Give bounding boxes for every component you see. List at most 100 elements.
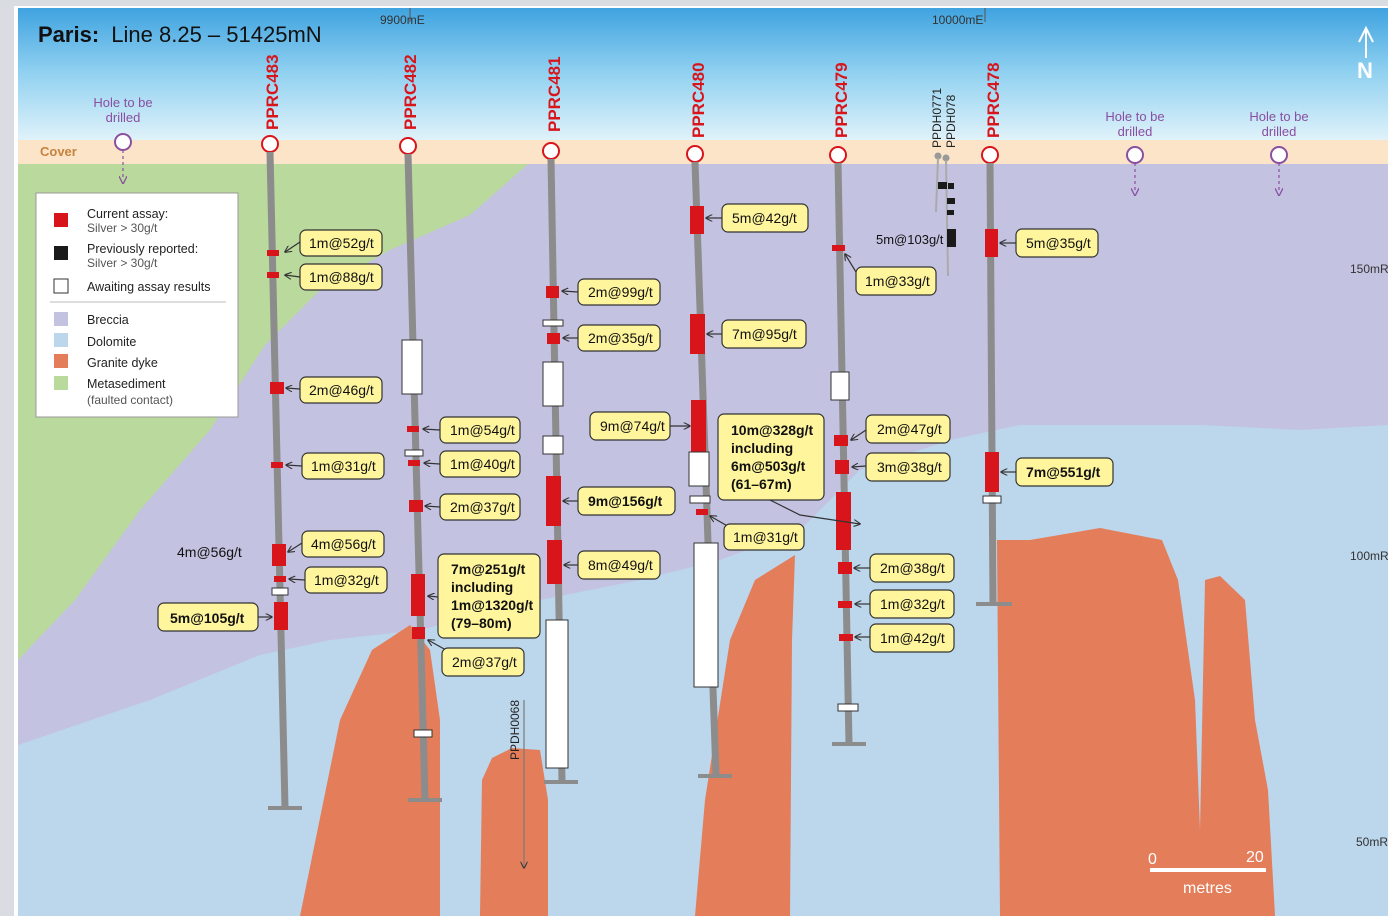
callout-483d: 1m@31g/t [311,458,376,474]
scale-bar: 0 20 metres [1148,849,1266,897]
hole-name: PPRC479 [832,62,851,138]
callout-texts: 1m@52g/t 1m@88g/t 2m@46g/t 1m@31g/t 4m@5… [170,210,1101,670]
callout-483e: 4m@56g/t [311,536,376,552]
svg-text:Dolomite: Dolomite [87,335,136,349]
drillhole-pprc481: PPRC481 [542,56,578,784]
hole-name: PPRC478 [984,62,1003,138]
old-hole-ppdh0068: PPDH0068 [508,700,524,868]
elevation-100: 100mRL [1350,549,1388,563]
hole-collar-icon [261,135,279,153]
scale-zero: 0 [1148,851,1157,868]
hole-name: PPRC483 [263,54,282,130]
svg-text:Previously reported:: Previously reported: [87,242,198,256]
hole-collar-icon [1126,146,1144,164]
svg-text:Hole to be: Hole to be [1105,109,1164,124]
callout-480d: 1m@31g/t [733,529,798,545]
hole-name: PPRC480 [689,62,708,138]
callout-482d1: 7m@251g/t [451,561,526,577]
legend-swatch-current [54,213,68,227]
callout-482c: 2m@37g/t [450,499,515,515]
callout-483c: 2m@46g/t [309,382,374,398]
sky-background [18,8,1388,148]
callout-482a: 1m@54g/t [450,422,515,438]
svg-text:Breccia: Breccia [87,313,129,327]
callout-arrow-480c [769,499,860,524]
grid-label-9900: 9900mE [380,13,425,27]
elevation-50: 50mRL [1356,835,1388,849]
legend-swatch-previous [54,246,68,260]
hole-collar-icon [399,137,417,155]
svg-text:Hole to be: Hole to be [93,95,152,110]
scale-twenty: 20 [1246,849,1264,866]
svg-text:(faulted contact): (faulted contact) [87,393,173,407]
callout-483b: 1m@88g/t [309,269,374,285]
callout-482d4: (79–80m) [451,615,512,631]
svg-text:drilled: drilled [106,110,141,125]
old-hole-name: PPDH0771 [930,88,944,148]
hole-collar-icon [829,146,847,164]
callout-479b: 2m@47g/t [877,421,942,437]
callout-481a: 2m@99g/t [588,284,653,300]
legend-swatch-metasediment [54,376,68,390]
grid-label-10000: 10000mE [932,13,983,27]
future-hole-3: Hole to be drilled [1249,109,1309,192]
hole-name: PPRC481 [545,56,564,132]
svg-text:drilled: drilled [1118,124,1153,139]
callout-482e: 2m@37g/t [452,654,517,670]
north-label: N [1357,58,1373,83]
elevation-150: 150mRL [1350,262,1388,276]
callout-boxes [157,203,1114,677]
callout-480c1: 10m@328g/t [731,422,813,438]
svg-text:Current assay:: Current assay: [87,207,168,221]
cover-label: Cover [40,144,77,159]
drillhole-pprc480: PPRC480 [686,62,732,778]
callout-479e: 1m@32g/t [880,596,945,612]
granite-dykes [300,528,1275,916]
drillhole-pprc482: PPRC482 [399,54,442,802]
callout-arrows [258,218,1016,651]
legend-swatch-granite [54,354,68,368]
callout-483g: 5m@105g/t [170,610,245,626]
callout-480c3: 6m@503g/t [731,458,806,474]
future-hole-1: Hole to be drilled [93,95,153,180]
drillhole-pprc479: PPRC479 [829,62,866,746]
callout-481d: 9m@156g/t [588,493,663,509]
svg-text:Granite dyke: Granite dyke [87,356,158,370]
scale-unit: metres [1183,880,1232,897]
svg-text:Hole to be: Hole to be [1249,109,1308,124]
callout-479c: 3m@38g/t [877,459,942,475]
legend-swatch-breccia [54,312,68,326]
legend-swatch-awaiting [53,278,69,294]
callout-483f: 1m@32g/t [314,572,379,588]
page-title: Paris: Line 8.25 – 51425mN [38,22,322,47]
old-hole-name: PPDH0068 [508,700,522,760]
grid-ticks [409,8,986,22]
drillhole-pprc478: PPRC478 [976,62,1012,606]
callout-480b: 7m@95g/t [732,326,797,342]
svg-text:Metasediment: Metasediment [87,377,166,391]
hole-collar-icon [114,133,132,151]
callout-481c: 9m@74g/t [600,418,665,434]
callout-481e: 8m@49g/t [588,557,653,573]
svg-text:Silver > 30g/t: Silver > 30g/t [87,256,158,270]
old-hole-ppdh0771: PPDH0771 PPDH078 5m@103g/t [876,88,958,277]
callout-478b: 7m@551g/t [1026,464,1101,480]
hole-name: PPRC482 [401,54,420,130]
title-rest: Line 8.25 – 51425mN [111,22,321,47]
legend: Current assay: Silver > 30g/t Previously… [35,192,239,418]
hole-collar-icon [686,145,704,163]
callout-482d3: 1m@1320g/t [451,597,533,613]
hole-collar-icon [542,142,560,160]
callout-483-plain: 4m@56g/t [177,544,242,560]
callout-483a: 1m@52g/t [309,235,374,251]
ppdh-assay-label: 5m@103g/t [876,232,944,247]
callout-482b: 1m@40g/t [450,456,515,472]
callout-481b: 2m@35g/t [588,330,653,346]
callout-482d2: including [451,579,513,595]
future-hole-2: Hole to be drilled [1105,109,1165,192]
title-prefix: Paris: [38,22,99,47]
svg-text:drilled: drilled [1262,124,1297,139]
old-hole-name: PPDH078 [944,94,958,148]
callout-479f: 1m@42g/t [880,630,945,646]
